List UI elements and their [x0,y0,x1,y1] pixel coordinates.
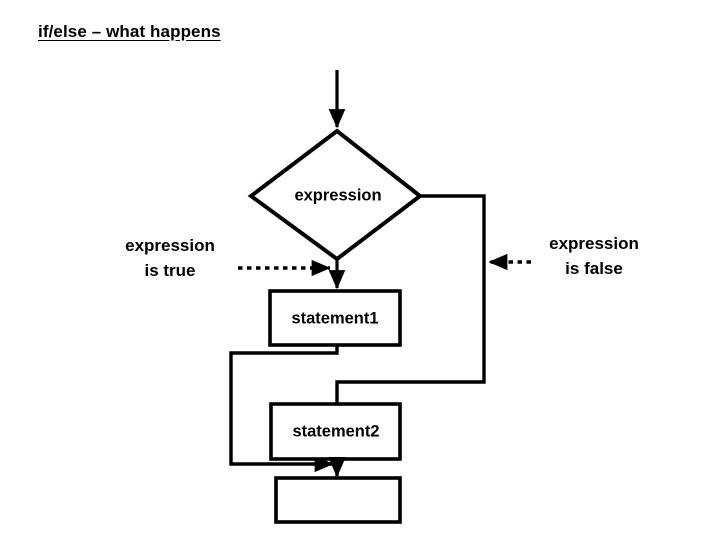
page-title: if/else – what happens [38,22,221,41]
statement1-label: statement1 [291,309,378,327]
statement1-box [268,289,402,347]
statement1-to-end-connector [229,345,339,473]
false-branch-label-line1: expression [549,234,639,253]
true-branch-label-line2: is true [144,261,196,280]
statement2-label: statement2 [292,422,379,440]
false-branch-label: expression is false [532,231,656,281]
false-branch-label-line2: is false [565,259,623,278]
end-box [274,476,402,524]
false-path-connector [335,194,486,404]
true-branch-label-line1: expression [125,236,215,255]
true-branch-label: expression is true [108,233,232,283]
decision-label: expression [294,186,381,204]
